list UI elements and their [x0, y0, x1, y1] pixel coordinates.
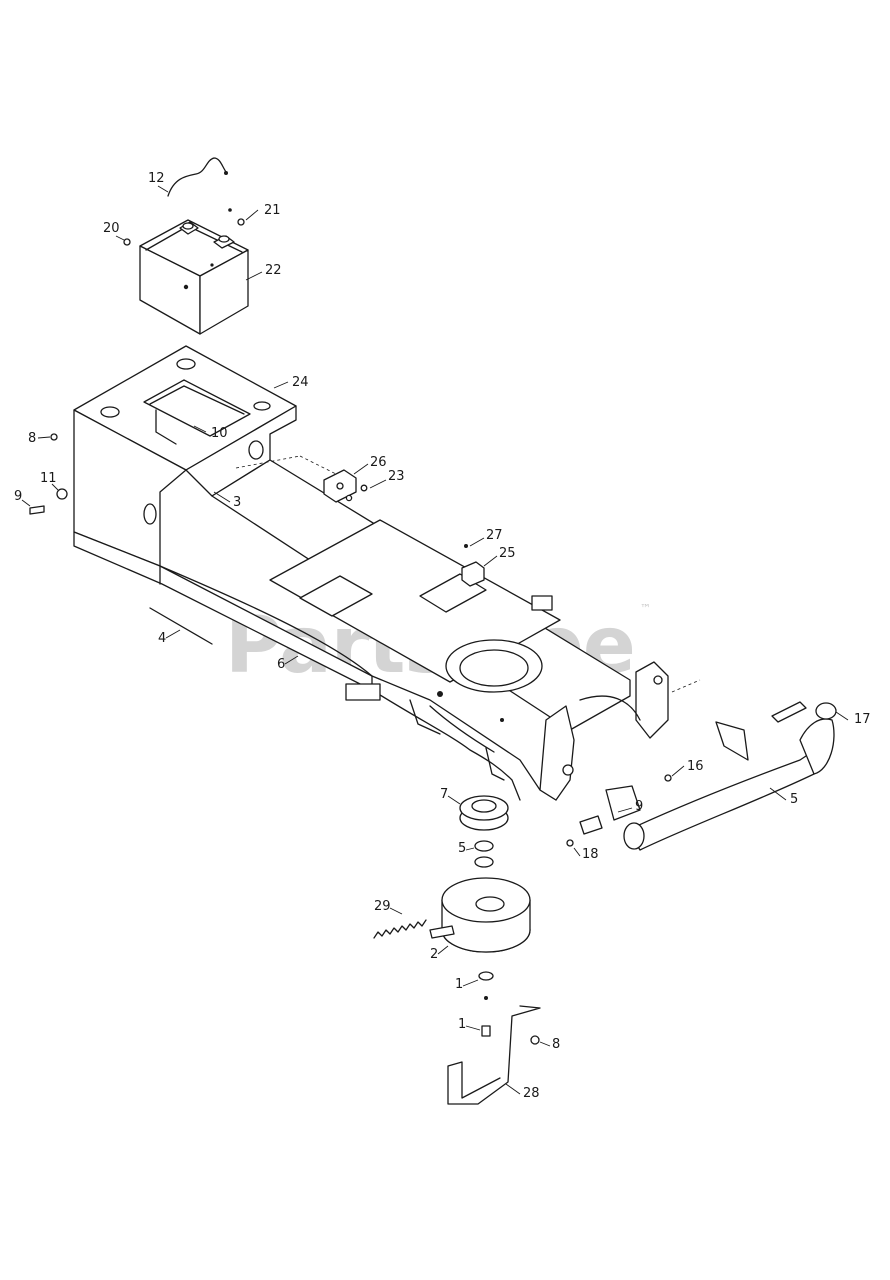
callout-5: 5 — [790, 792, 798, 807]
rod-4 — [149, 607, 213, 645]
callout-10: 10 — [211, 426, 228, 441]
bolt-8 — [50, 433, 58, 441]
pulley-7 — [459, 795, 509, 831]
washer-5 — [474, 840, 494, 852]
callout-12: 12 — [148, 171, 165, 186]
battery — [139, 219, 249, 335]
bracket-25 — [461, 561, 485, 587]
callout-23: 23 — [388, 469, 405, 484]
callout-1a: 1 — [455, 977, 463, 992]
callout-17: 17 — [854, 712, 871, 727]
washer-1 — [478, 971, 494, 981]
callout-9a: 9 — [14, 489, 22, 504]
bracket-28 — [447, 1005, 541, 1105]
callout-9b: 9 — [635, 799, 643, 814]
callout-29: 29 — [374, 899, 391, 914]
callout-8a: 8 — [28, 431, 36, 446]
washer-11 — [56, 488, 68, 500]
screw-20 — [123, 238, 131, 246]
callout-2: 2 — [430, 947, 438, 962]
frame-head — [73, 345, 297, 567]
leader-lines — [21, 185, 849, 1095]
bolt-1 — [481, 1025, 491, 1037]
spacer-16 — [664, 774, 672, 782]
callout-8b: 8 — [552, 1037, 560, 1052]
pto-clutch — [429, 877, 531, 953]
bolt-18 — [566, 839, 574, 847]
callout-20: 20 — [103, 221, 120, 236]
callout-18: 18 — [582, 847, 599, 862]
callout-25: 25 — [499, 546, 516, 561]
callout-6: 6 — [277, 657, 285, 672]
callout-4: 4 — [158, 631, 166, 646]
callout-16: 16 — [687, 759, 704, 774]
callout-21: 21 — [264, 203, 281, 218]
callout-26: 26 — [370, 455, 387, 470]
nut-21 — [237, 218, 245, 226]
callout-11: 11 — [40, 471, 57, 486]
spring-29 — [373, 919, 427, 939]
callout-27: 27 — [486, 528, 503, 543]
main-frame — [73, 455, 701, 801]
bracket-26 — [323, 469, 357, 503]
callout-24: 24 — [292, 375, 309, 390]
callout-22: 22 — [265, 263, 282, 278]
battery-cable — [167, 157, 227, 197]
watermark-trademark: ™ — [640, 602, 651, 615]
nut-8 — [530, 1035, 540, 1045]
screw-23 — [360, 484, 368, 492]
callout-7: 7 — [440, 787, 448, 802]
callout-28: 28 — [523, 1086, 540, 1101]
front-axle — [566, 701, 837, 851]
callout-5b: 5 — [458, 841, 466, 856]
bolt-9 — [29, 505, 45, 515]
callout-3: 3 — [233, 495, 241, 510]
callout-1b: 1 — [458, 1017, 466, 1032]
